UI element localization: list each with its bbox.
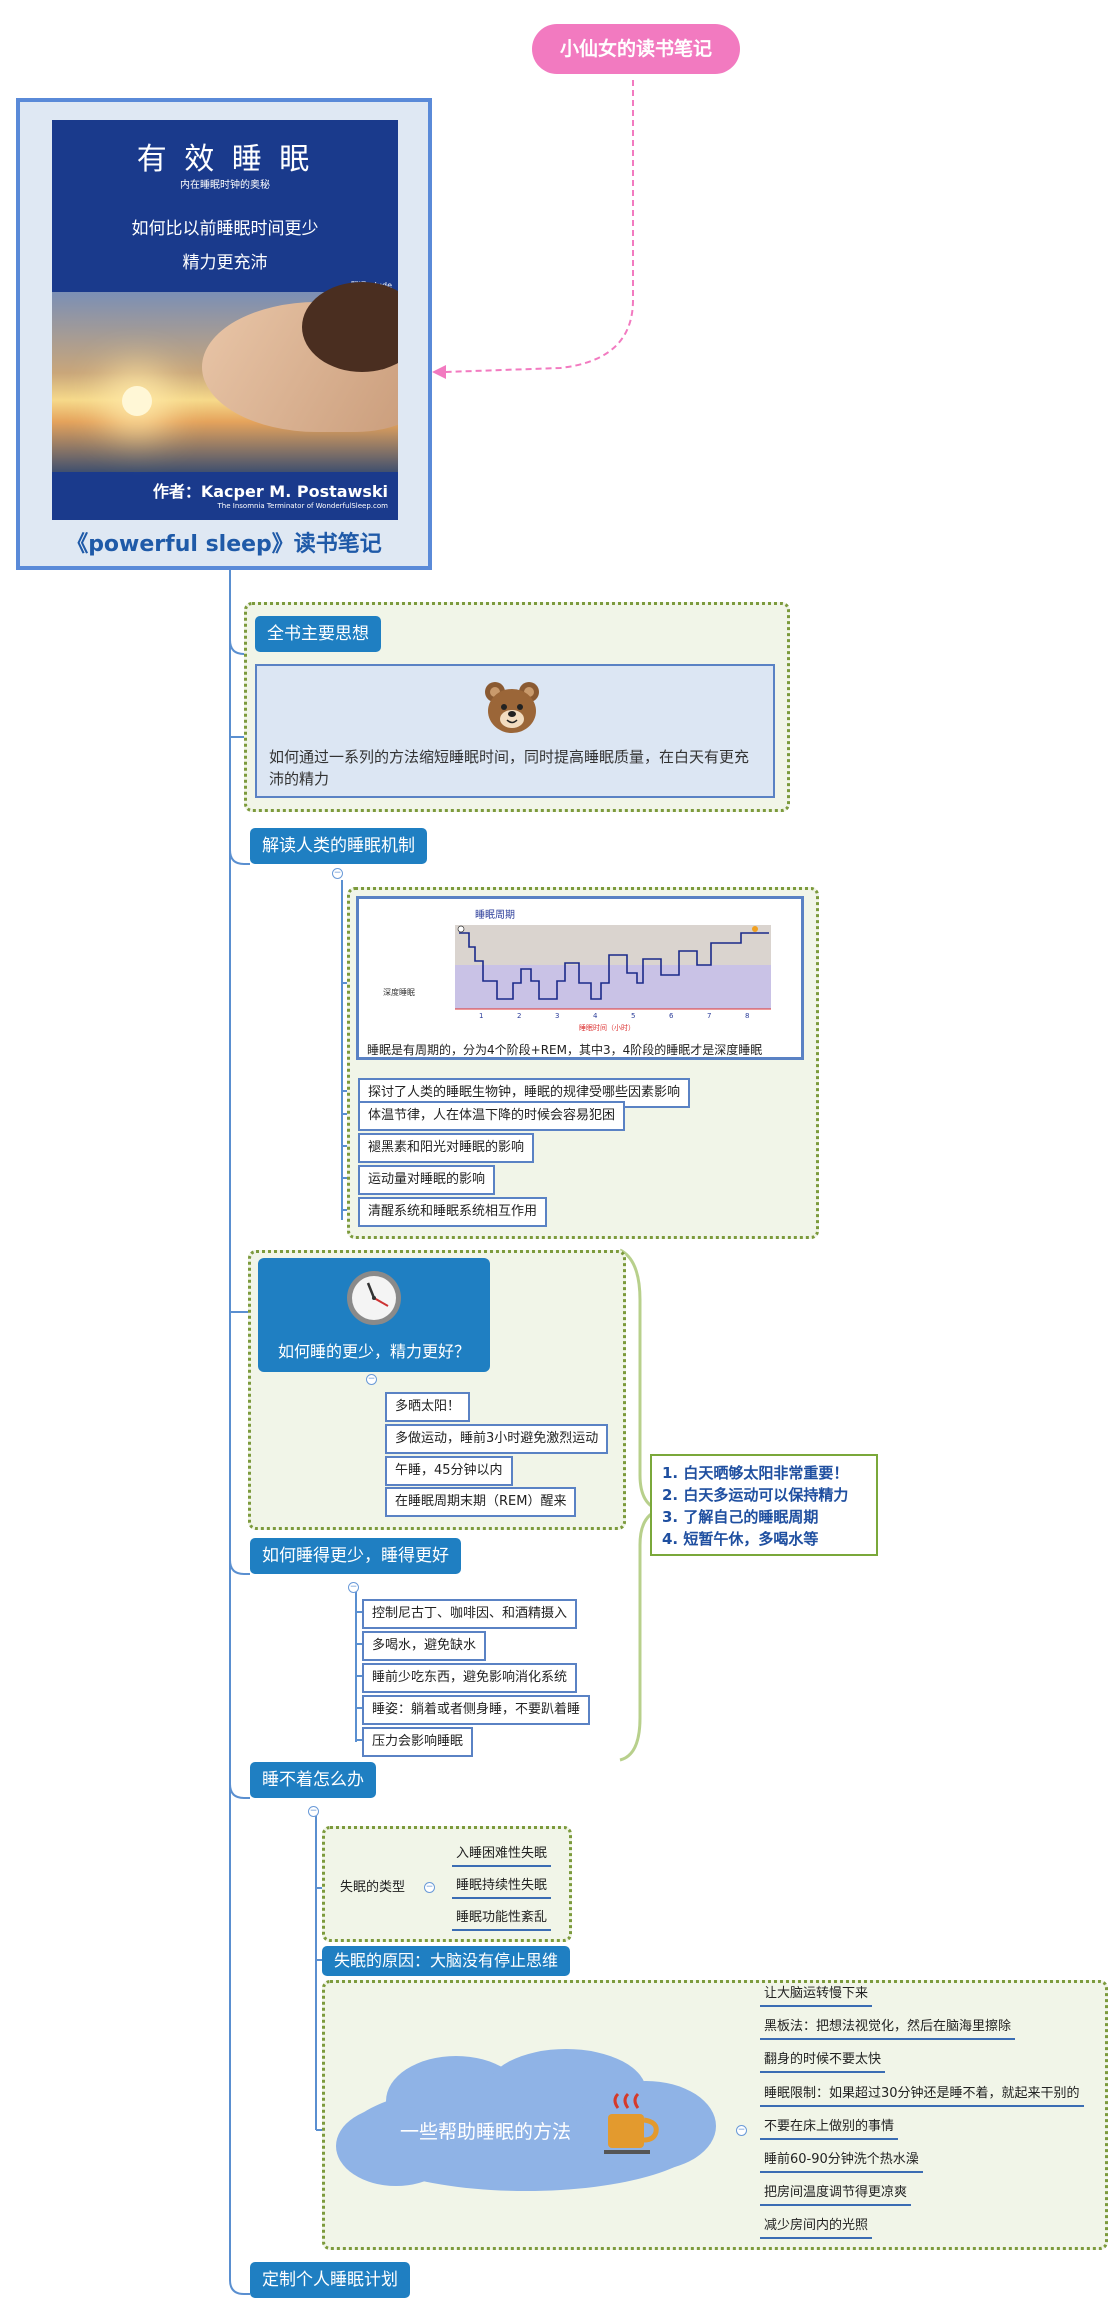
collapse-toggle[interactable]: − (308, 1806, 319, 1817)
sleep-chart-caption: 睡眠是有周期的，分为4个阶段+REM，其中3，4阶段的睡眠才是深度睡眠 (367, 1043, 763, 1057)
sun-icon (122, 386, 152, 416)
chart-ylabel: 深度睡眠 (383, 987, 415, 997)
sleep-method[interactable]: 睡前60-90分钟洗个热水澡 (760, 2148, 923, 2173)
insomnia-types-box (322, 1826, 572, 1942)
insomnia-type[interactable]: 睡眠持续性失眠 (452, 1874, 552, 1899)
sleep-less-label: 如何睡的更少，精力更好？ (277, 1342, 470, 1361)
cloud-label: 一些帮助睡眠的方法 (400, 2121, 572, 2143)
book-tagline-2: 精力更充沛 (182, 253, 268, 273)
chart-tick: 8 (745, 1012, 749, 1020)
sleep-cycle-line (459, 932, 769, 1000)
cant-sleep-tag[interactable]: 睡不着怎么办 (250, 1762, 376, 1798)
insomnia-cause-tag[interactable]: 失眠的原因：大脑没有停止思维 (322, 1946, 571, 1976)
sleep-method[interactable]: 黑板法：把想法视觉化，然后在脑海里擦除 (760, 2015, 1016, 2040)
clock-icon (347, 1271, 401, 1325)
main-idea-tag[interactable]: 全书主要思想 (255, 616, 381, 652)
collapse-toggle[interactable]: − (366, 1374, 377, 1385)
chart-tick: 5 (631, 1012, 635, 1020)
sleep-method[interactable]: 把房间温度调节得更凉爽 (760, 2181, 912, 2206)
collapse-toggle[interactable]: − (424, 1882, 435, 1893)
sleep-mechanism-tag[interactable]: 解读人类的睡眠机制 (250, 828, 427, 864)
summary-item: 1. 白天晒够太阳非常重要！ (662, 1464, 849, 1482)
insomnia-type[interactable]: 入睡困难性失眠 (452, 1842, 552, 1867)
coffee-icon (604, 2092, 659, 2154)
sleep-method[interactable]: 让大脑运转慢下来 (760, 1982, 873, 2007)
sleep-chart-card: 睡眠周期 深度睡眠 睡眠时间（小时） 1 2 3 4 5 6 7 8 睡眠是有周… (356, 896, 804, 1060)
book-author-sub: The Insomnia Terminator of WonderfulSlee… (217, 502, 388, 510)
mechanism-item[interactable]: 体温节律，人在体温下降的时候会容易犯困 (358, 1101, 626, 1131)
sleep-method[interactable]: 减少房间内的光照 (760, 2214, 873, 2239)
book-cover: 有 效 睡 眠 内在睡眠时钟的奥秘 如何比以前睡眠时间更少 精力更充沛 翻译：J… (52, 120, 398, 520)
chart-tick: 3 (555, 1012, 559, 1020)
collapse-toggle[interactable]: − (736, 2125, 747, 2136)
summary-item: 4. 短暂午休，多喝水等 (662, 1530, 819, 1548)
cloud-node[interactable] (326, 2046, 726, 2206)
chart-tick: 2 (517, 1012, 521, 1020)
sleep-method[interactable]: 翻身的时候不要太快 (760, 2048, 886, 2073)
sleep-better-tag[interactable]: 如何睡得更少，睡得更好 (250, 1538, 461, 1574)
chart-tick: 6 (669, 1012, 674, 1020)
sleep-cycle-chart: 睡眠周期 深度睡眠 睡眠时间（小时） 1 2 3 4 5 6 7 8 (383, 908, 771, 1032)
sleep-better-item[interactable]: 睡前少吃东西，避免影响消化系统 (362, 1663, 578, 1693)
chart-tick: 7 (707, 1012, 711, 1020)
sleep-less-item[interactable]: 多晒太阳！ (385, 1392, 471, 1422)
book-cover-panel: 有 效 睡 眠 内在睡眠时钟的奥秘 如何比以前睡眠时间更少 精力更充沛 翻译：J… (16, 98, 432, 570)
sleep-plan-tag[interactable]: 定制个人睡眠计划 (250, 2262, 410, 2298)
chart-title: 睡眠周期 (475, 908, 515, 921)
sleep-better-item[interactable]: 控制尼古丁、咖啡因、和酒精摄入 (362, 1599, 578, 1629)
chart-tick: 1 (479, 1012, 483, 1020)
insomnia-type[interactable]: 睡眠功能性紊乱 (452, 1906, 552, 1931)
book-title: 有 效 睡 眠 (136, 142, 314, 177)
mechanism-item[interactable]: 褪黑素和阳光对睡眠的影响 (358, 1133, 535, 1163)
main-idea-text: 如何通过一系列的方法缩短睡眠时间，同时提高睡眠质量，在白天有更充沛的精力 (269, 748, 750, 788)
sleep-better-item[interactable]: 多喝水，避免缺水 (362, 1631, 487, 1661)
main-idea-card: 如何通过一系列的方法缩短睡眠时间，同时提高睡眠质量，在白天有更充沛的精力 (255, 664, 775, 798)
summary-item: 3. 了解自己的睡眠周期 (662, 1508, 819, 1526)
collapse-toggle[interactable]: − (348, 1582, 359, 1593)
sun-icon (752, 926, 758, 932)
summary-box: 1. 白天晒够太阳非常重要！ 2. 白天多运动可以保持精力 3. 了解自己的睡眠… (650, 1454, 878, 1556)
collapse-toggle[interactable]: − (332, 868, 343, 879)
mechanism-item[interactable]: 运动量对睡眠的影响 (358, 1165, 496, 1195)
sleep-better-item[interactable]: 睡姿：躺着或者侧身睡，不要趴着睡 (362, 1695, 591, 1725)
book-tagline-1: 如何比以前睡眠时间更少 (131, 219, 319, 239)
book-author: 作者：Kacper M. Postawski (152, 482, 388, 501)
sleep-less-item[interactable]: 午睡，45分钟以内 (385, 1456, 513, 1486)
chart-tick: 4 (593, 1012, 598, 1020)
sleep-less-item[interactable]: 多做运动，睡前3小时避免激烈运动 (385, 1424, 609, 1454)
notes-callout[interactable]: 小仙女的读书笔记 (532, 24, 740, 74)
cover-photo (52, 282, 398, 472)
sleep-better-item[interactable]: 压力会影响睡眠 (362, 1727, 474, 1757)
hair-shape (302, 282, 398, 372)
mechanism-item[interactable]: 清醒系统和睡眠系统相互作用 (358, 1197, 548, 1227)
sleep-method[interactable]: 不要在床上做别的事情 (760, 2115, 899, 2140)
sleep-less-item[interactable]: 在睡眠周期末期（REM）醒来 (385, 1487, 577, 1517)
insomnia-types-label[interactable]: 失眠的类型 (340, 1880, 406, 1895)
sleep-method[interactable]: 睡眠限制：如果超过30分钟还是睡不着，就起来干别的 (760, 2082, 1084, 2107)
summary-item: 2. 白天多运动可以保持精力 (662, 1486, 849, 1504)
chart-xlabel: 睡眠时间（小时） (579, 1023, 635, 1032)
bear-icon (485, 682, 539, 733)
book-subtitle: 内在睡眠时钟的奥秘 (180, 180, 270, 191)
book-caption: 《powerful sleep》读书笔记 (66, 532, 382, 557)
sleep-less-card[interactable]: 如何睡的更少，精力更好？ (258, 1258, 490, 1372)
moon-icon (457, 925, 465, 933)
